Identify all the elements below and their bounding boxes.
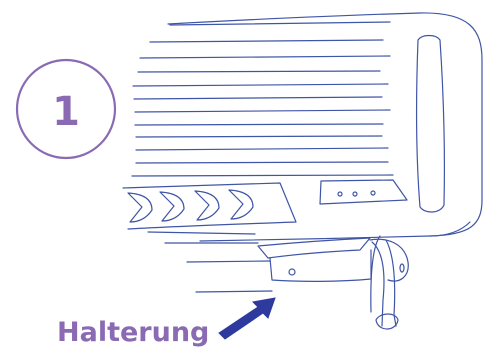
air-vent: [123, 183, 296, 229]
control-panel: [320, 180, 407, 204]
air-conditioner-body: [168, 13, 482, 241]
step-badge: 1: [17, 60, 115, 158]
mounting-bracket-icon: [258, 236, 408, 329]
pointer-arrow-icon: [219, 298, 275, 339]
bracket-label: Halterung: [57, 317, 209, 348]
step-number: 1: [52, 89, 80, 135]
